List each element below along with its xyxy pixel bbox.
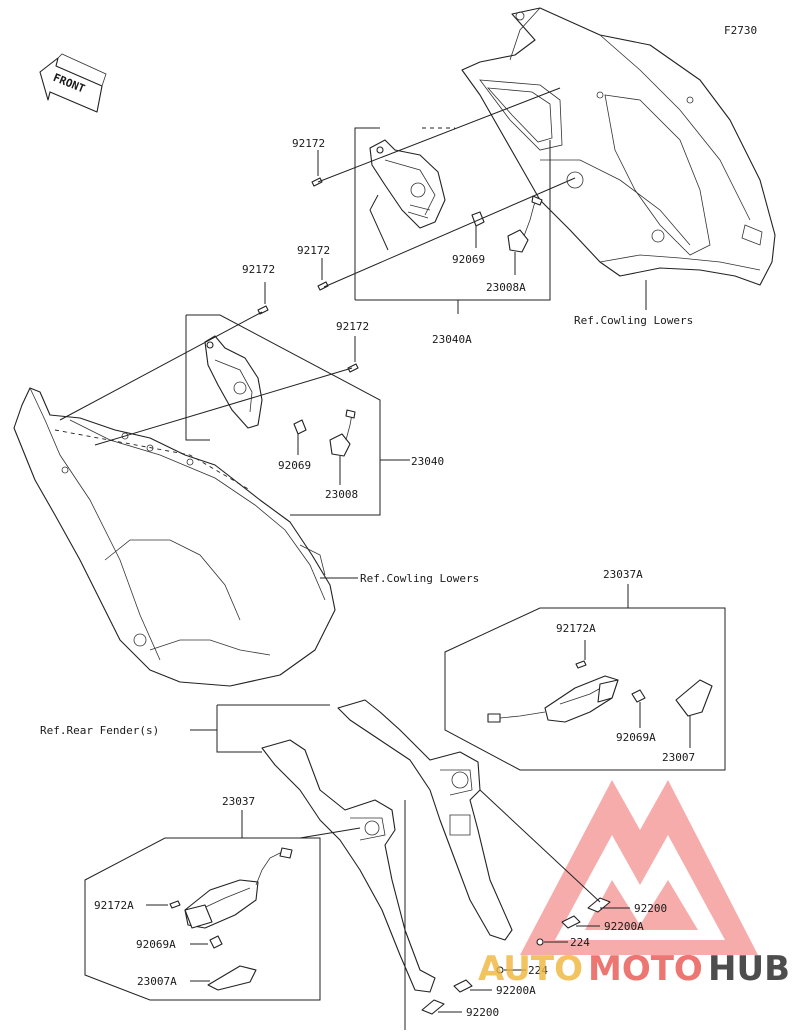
label-92200-b: 92200: [466, 1006, 499, 1019]
watermark-moto: MOTO: [588, 949, 703, 989]
rivet-224-b-icon: [496, 966, 504, 974]
nut-plate-92200-b-icon: [421, 999, 445, 1015]
grommet-92200A-b-icon: [453, 979, 473, 993]
rear-fender-bracket-left-shape: [261, 739, 436, 993]
screw-92172A-right-icon: [575, 660, 587, 669]
label-224-b: 224: [528, 964, 548, 977]
turn-signal-housing-upper: [369, 139, 446, 229]
screw-92172-a-icon: [311, 177, 323, 187]
label-23040: 23040: [411, 455, 444, 468]
label-224-a: 224: [570, 936, 590, 949]
lens-23007A-shape: [207, 965, 257, 991]
screw-92172-d-icon: [347, 363, 359, 373]
label-92069A-right: 92069A: [616, 731, 656, 744]
label-92172A-left: 92172A: [94, 899, 134, 912]
watermark-auto: AUTO: [478, 949, 583, 989]
bulb-92069A-left-shape: [209, 935, 223, 949]
nut-plate-92200-a-icon: [587, 897, 611, 913]
label-23008: 23008: [325, 488, 358, 501]
grommet-92200A-a-icon: [561, 915, 581, 929]
label-92200-a: 92200: [634, 902, 667, 915]
socket-23008-shape: [329, 409, 356, 457]
front-direction-arrow-icon: FRONT: [39, 53, 107, 113]
rivet-224-a-icon: [536, 938, 544, 946]
socket-23008A-shape: [507, 195, 543, 253]
bulb-92069-middle-shape: [293, 419, 307, 435]
ref-cowling-lowers-upper: Ref.Cowling Lowers: [574, 314, 693, 327]
automotohub-watermark-text: AUTO MOTO HUB: [478, 949, 790, 989]
cowling-lower-left-shape: [13, 387, 336, 687]
label-92172-d: 92172: [336, 320, 369, 333]
automotohub-watermark-logo: [520, 780, 758, 955]
turn-signal-rear-right-shape: [487, 675, 619, 723]
label-92069-upper: 92069: [452, 253, 485, 266]
label-23040A: 23040A: [432, 333, 472, 346]
ref-cowling-lowers-lower: Ref.Cowling Lowers: [360, 572, 479, 585]
label-23007: 23007: [662, 751, 695, 764]
screw-92172A-left-icon: [169, 900, 181, 909]
screw-92172-c-icon: [257, 305, 269, 315]
turn-signal-housing-middle: [204, 335, 263, 429]
label-23008A: 23008A: [486, 281, 526, 294]
label-92069A-left: 92069A: [136, 938, 176, 951]
screw-92172-b-icon: [317, 281, 329, 291]
cowling-lower-right-shape: [461, 7, 776, 286]
label-92172-c: 92172: [242, 263, 275, 276]
diagram-code: F2730: [724, 24, 757, 37]
label-23037A: 23037A: [603, 568, 643, 581]
bulb-92069A-right-shape: [631, 689, 646, 703]
lens-23007-shape: [675, 679, 713, 717]
label-23037: 23037: [222, 795, 255, 808]
label-92200A-b: 92200A: [496, 984, 536, 997]
bulb-92069-upper-shape: [471, 211, 485, 227]
label-23007A: 23007A: [137, 975, 177, 988]
rear-fender-bracket-right-shape: [337, 699, 513, 941]
label-92172-b: 92172: [297, 244, 330, 257]
label-92200A-a: 92200A: [604, 920, 644, 933]
label-92172-a: 92172: [292, 137, 325, 150]
label-92069-middle: 92069: [278, 459, 311, 472]
label-92172A-right: 92172A: [556, 622, 596, 635]
ref-rear-fender-label: Ref.Rear Fender(s): [40, 724, 159, 737]
watermark-hub: HUB: [708, 949, 790, 989]
turn-signal-rear-left-shape: [184, 847, 293, 929]
